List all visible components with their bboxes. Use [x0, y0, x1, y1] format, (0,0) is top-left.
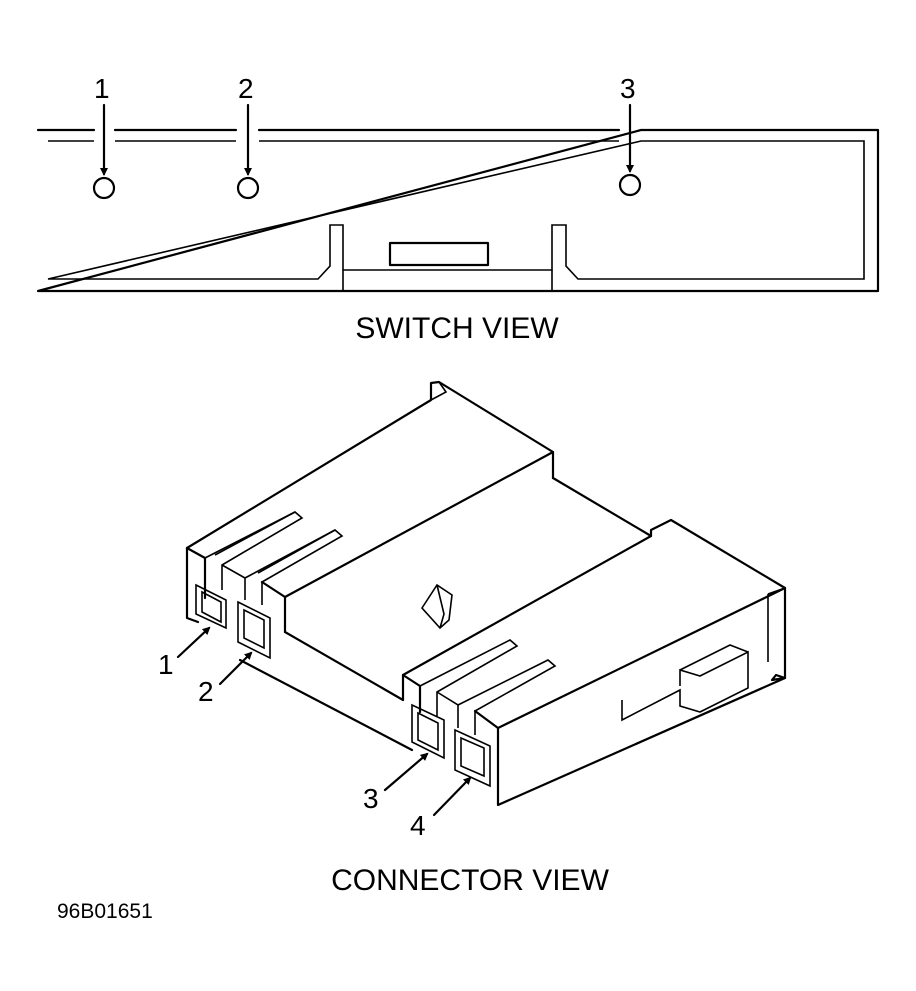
- figure-code: 96B01651: [57, 900, 153, 923]
- connector-cavity-4: [454, 728, 491, 788]
- switch-terminal-1: [92, 176, 116, 200]
- switch-terminal-2: [236, 176, 260, 200]
- connector-pin-label-1: 1: [158, 649, 174, 680]
- switch-pin-label-3: 3: [620, 73, 636, 104]
- switch-view: 1 2 3 SWITCH VIEW: [36, 73, 880, 345]
- connector-pin-label-4: 4: [410, 810, 426, 841]
- switch-pin-label-2: 2: [238, 73, 254, 104]
- connector-pin-label-2: 2: [198, 676, 214, 707]
- connector-view: 1 2 3 4 CONNECTOR VIEW: [158, 380, 787, 897]
- connector-view-caption: CONNECTOR VIEW: [331, 864, 609, 897]
- connector-cavity-1: [195, 583, 227, 630]
- switch-body: [36, 128, 880, 293]
- arrow-icon: [383, 752, 429, 792]
- connector-body: [185, 380, 787, 807]
- arrow-icon: [432, 776, 472, 817]
- switch-terminal-3: [618, 173, 642, 197]
- arrow-icon: [218, 651, 253, 686]
- connector-pin-label-3: 3: [363, 783, 379, 814]
- connector-cavity-2: [237, 600, 271, 660]
- arrow-icon: [176, 626, 211, 659]
- switch-view-caption: SWITCH VIEW: [355, 312, 559, 345]
- switch-pin-label-1: 1: [94, 73, 110, 104]
- connector-cavity-3: [411, 703, 445, 760]
